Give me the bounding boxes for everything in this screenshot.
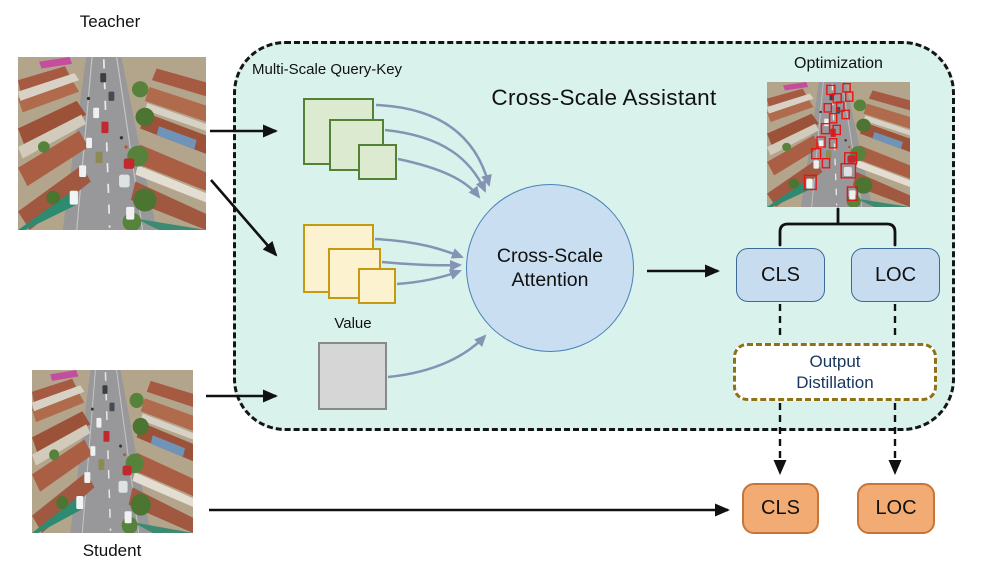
multi-scale-query-key-label: Multi-Scale Query-Key (252, 61, 403, 78)
teacher-image (18, 57, 206, 230)
assistant-cls-label: CLS (761, 263, 800, 286)
student-loc-box: LOC (857, 483, 935, 534)
query-key-yellow-square-small (358, 268, 396, 304)
detection-boxes (803, 83, 858, 202)
assistant-loc-box: LOC (851, 248, 940, 302)
output-distillation-line2: Distillation (796, 373, 874, 392)
assistant-loc-label: LOC (874, 263, 917, 286)
output-distillation-box: Output Distillation (733, 343, 937, 401)
student-cls-label: CLS (761, 497, 800, 519)
student-cls-box: CLS (742, 483, 819, 534)
assistant-cls-box: CLS (736, 248, 825, 302)
value-label: Value (334, 315, 372, 332)
student-image (32, 370, 193, 533)
assistant-title: Cross-Scale Assistant (491, 85, 717, 110)
cross-scale-attention-label: Cross-Scale Attention (496, 244, 604, 291)
query-key-green-square-small (358, 144, 397, 180)
student-loc-label: LOC (875, 497, 917, 519)
teacher-label: Teacher (79, 12, 141, 31)
output-distillation-line1: Output (809, 351, 861, 371)
cross-scale-attention-node: Cross-Scale Attention (466, 184, 634, 352)
student-label: Student (82, 541, 142, 560)
optimization-label: Optimization (794, 55, 883, 72)
value-square (318, 342, 387, 410)
optimization-image (767, 82, 910, 207)
